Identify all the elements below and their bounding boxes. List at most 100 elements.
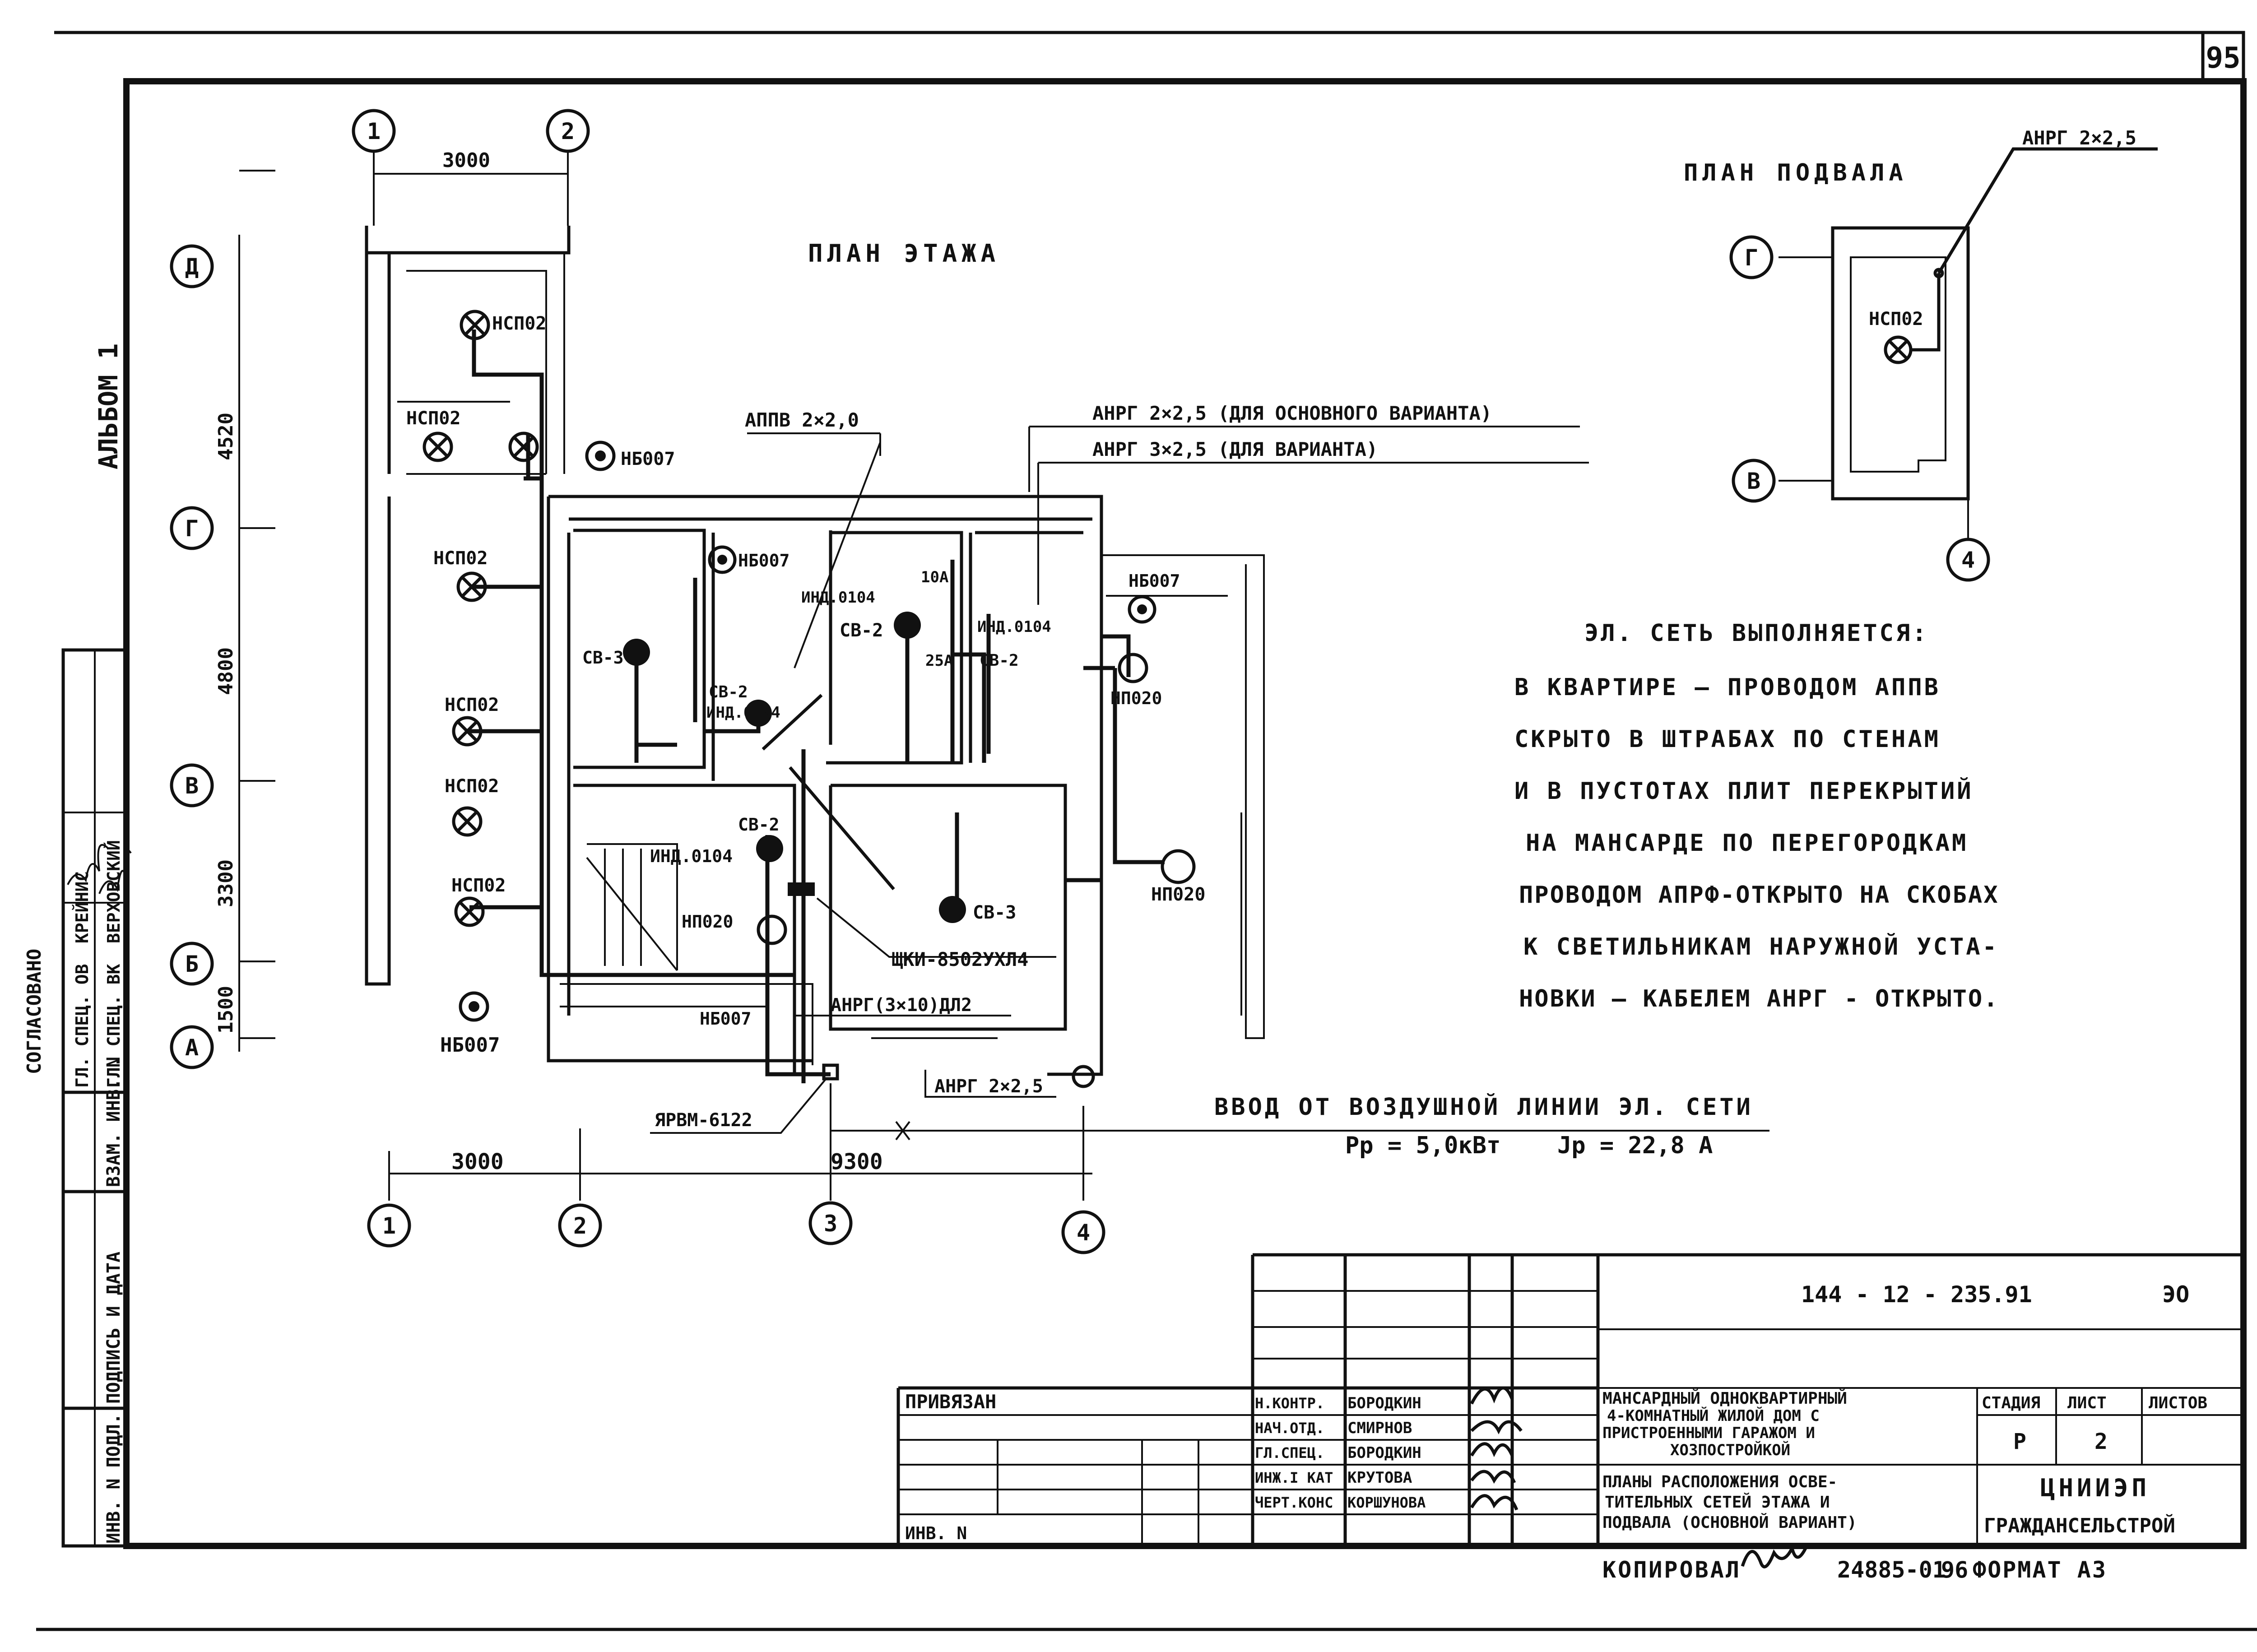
- axis-left-B-label: Б: [185, 951, 199, 977]
- axis-top-2-label: 2: [561, 118, 575, 144]
- ceiling-light-sv2-2: [745, 700, 772, 727]
- signer-role-4: ИНЖ.I КАТ: [1255, 1469, 1333, 1486]
- basement-fixture-label: НСП02: [1869, 309, 1923, 329]
- stamp-role-2: ГЛ. СПЕЦ. ВК: [104, 964, 124, 1088]
- stamp-signature-2: [98, 849, 132, 894]
- cable-panel: ЩКИ-8502УХЛ4: [892, 948, 1028, 970]
- np020-label-3: НП020: [682, 912, 733, 932]
- inv-label: ИНВ. N: [905, 1523, 967, 1543]
- axis-left-V-label: В: [185, 773, 199, 799]
- format-label: ФОРМАТ А3: [1973, 1557, 2107, 1583]
- project-line-3: ПРИСТРОЕННЫМИ ГАРАЖОМ И: [1602, 1424, 1815, 1442]
- axis-bottom-3-label: 3: [824, 1211, 837, 1237]
- copy-footer: КОПИРОВАЛ 24885-01 96 ФОРМАТ А3: [1602, 1543, 2107, 1583]
- nsp02-fixture-4: [456, 571, 487, 602]
- nsp02-fixture-6: [452, 806, 483, 837]
- basement-axis-V: [1732, 459, 1776, 503]
- nb007-label-4: НБ007: [1128, 571, 1180, 591]
- cable-anrg-variant: АНРГ 3×2,5 (ДЛЯ ВАРИАНТА): [1092, 438, 1378, 460]
- axis-left-B: [170, 942, 214, 986]
- cable-anrg-panel: АНРГ(3×10)ДЛ2: [831, 995, 972, 1016]
- basement-outline: [1831, 226, 1970, 501]
- nsp02-fixture-2: [423, 432, 453, 462]
- dim-bottom-2: 9300: [831, 1149, 883, 1174]
- axis-left-G-label: Г: [185, 515, 199, 542]
- wall-left-wing: [365, 226, 571, 986]
- nb007-fixture-1: [585, 441, 616, 471]
- dim-left-4: 1500: [214, 986, 237, 1034]
- org-line-1: ЦНИИЭП: [2040, 1474, 2150, 1502]
- org-line-2: ГРАЖДАНСЕЛЬСТРОЙ: [1984, 1513, 2175, 1537]
- axis-bottom-2: [558, 1203, 602, 1248]
- signer-name-4: КРУТОВА: [1347, 1469, 1412, 1487]
- design-power: Pр = 5,0кВт: [1345, 1132, 1500, 1159]
- tied-label: ПРИВЯЗАН: [905, 1391, 996, 1413]
- floor-plan-title: ПЛАН ЭТАЖА: [808, 239, 1000, 268]
- left-stamp: СОГЛАСОВАНО ГЛ. СПЕЦ. ОВ КРЕЙНИС ГЛ. СПЕ…: [23, 648, 132, 1548]
- axis-bottom-1-label: 1: [382, 1213, 396, 1239]
- stamp-name-2: ВЕРХОВСКИЙ: [104, 840, 124, 943]
- electrical-notes: ЭЛ. СЕТЬ ВЫПОЛНЯЕТСЯ: В КВАРТИРЕ — ПРОВО…: [1514, 620, 1998, 1012]
- design-current: Jр = 22,8 А: [1557, 1132, 1713, 1159]
- input-switch: [822, 1063, 839, 1081]
- sheet-title-2: ТИТЕЛЬНЫХ СЕТЕЙ ЭТАЖА И: [1605, 1493, 1830, 1512]
- nb007-label-2: НБ007: [738, 551, 789, 571]
- signer-name-5: КОРШУНОВА: [1347, 1494, 1426, 1511]
- nsp02-label-4: НСП02: [445, 695, 499, 715]
- nb007-fixture-2: [708, 545, 737, 574]
- neutral-marker: [1072, 1065, 1095, 1088]
- np020-label-2: НП020: [1151, 884, 1205, 905]
- signer-role-3: ГЛ.СПЕЦ.: [1255, 1444, 1324, 1462]
- copyist-signature: [1741, 1543, 1807, 1568]
- np020-fixture-1: [1118, 653, 1148, 683]
- signer-role-1: Н.КОНТР.: [1255, 1395, 1324, 1412]
- signer-name-2: СМИРНОВ: [1347, 1419, 1412, 1437]
- page-number-box: [2201, 31, 2245, 83]
- distribution-panel: [788, 882, 815, 896]
- dim-bottom-1: 3000: [451, 1149, 504, 1174]
- nsp02-fixture-3: [508, 432, 539, 462]
- sheet-title-3: ПОДВАЛА (ОСНОВНОЙ ВАРИАНТ): [1602, 1513, 1857, 1532]
- basement-axis-G-label: Г: [1745, 245, 1758, 271]
- axis-top-2: [546, 109, 590, 153]
- ind-label-3: ИНД.0104: [706, 704, 780, 722]
- stage-header: СТАДИЯ: [1982, 1394, 2040, 1412]
- axis-bottom-4-label: 4: [1077, 1220, 1090, 1246]
- cable-appv: АППВ 2×2,0: [745, 409, 859, 431]
- dim-top: 3000: [442, 149, 490, 172]
- axis-left-V: [170, 763, 214, 807]
- axis-left-A-label: А: [185, 1035, 199, 1061]
- dim-left-3: 3300: [214, 859, 237, 907]
- room-label-sv2-3: СВ-2: [709, 683, 748, 701]
- floor-plan: ПЛАН ЭТАЖА 1 2 3000 Д Г В Б А 4520 4800 …: [170, 109, 1769, 1254]
- signer-name-3: БОРОДКИН: [1347, 1444, 1421, 1462]
- cable-anrg-main: АНРГ 2×2,5 (ДЛЯ ОСНОВНОГО ВАРИАНТА): [1092, 402, 1492, 424]
- nsp02-label-1: НСП02: [492, 313, 546, 334]
- dim-left-1: 4520: [214, 413, 237, 460]
- axis-top-1-label: 1: [367, 118, 381, 144]
- ceiling-light-sv2-1: [894, 612, 921, 639]
- axis-bottom-1: [367, 1203, 411, 1248]
- nb007-fixture-3: [459, 991, 489, 1022]
- cable-anrg-bottom: АНРГ 2×2,5: [934, 1076, 1043, 1097]
- doc-code: 144 - 12 - 235.91: [1801, 1281, 2032, 1308]
- basement-plan: ПЛАН ПОДВАЛА Г В 4 НСП02 АНРГ 2×2,5: [1684, 127, 2158, 582]
- col-podpis-data: ПОДПИСЬ И ДАТА: [103, 1252, 124, 1404]
- project-line-1: МАНСАРДНЫЙ ОДНОКВАРТИРНЫЙ: [1602, 1389, 1847, 1408]
- room-label-sv3-1: СВ-3: [582, 648, 624, 668]
- album-label: АЛЬБОМ 1: [93, 343, 124, 469]
- note-line-2: В КВАРТИРЕ — ПРОВОДОМ АППВ: [1514, 674, 1941, 701]
- wiring-diagonal: [762, 694, 895, 891]
- page-number: 95: [2206, 42, 2240, 75]
- note-line-4: И В ПУСТОТАХ ПЛИТ ПЕРЕКРЫТИЙ: [1514, 777, 1974, 805]
- np020-label-1: НП020: [1110, 688, 1162, 708]
- axis-bottom-4: [1061, 1210, 1105, 1254]
- room-label-sv2-4: СВ-2: [738, 815, 780, 835]
- nb007-label-3: НБ007: [440, 1034, 500, 1057]
- copied-label: КОПИРОВАЛ: [1602, 1557, 1741, 1583]
- note-line-3: СКРЫТО В ШТРАБАХ ПО СТЕНАМ: [1514, 726, 1941, 753]
- nsp02-label-3: НСП02: [433, 548, 488, 569]
- axis-left-D-label: Д: [185, 254, 199, 280]
- nsp02-fixture-5: [452, 716, 483, 747]
